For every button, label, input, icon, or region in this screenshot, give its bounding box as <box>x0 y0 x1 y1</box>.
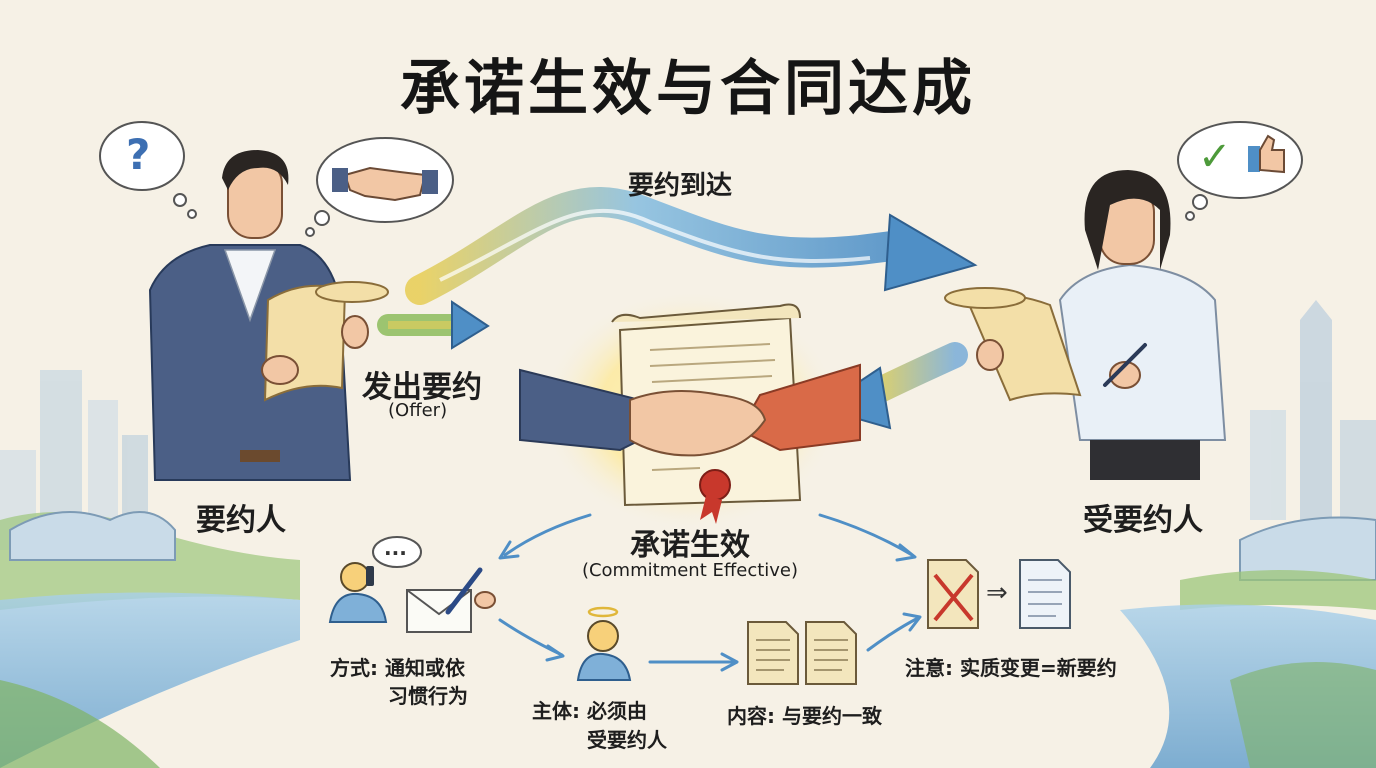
method-label-line2: 习惯行为 <box>388 684 468 708</box>
offeror-person <box>148 150 389 481</box>
question-thought-bubble <box>99 121 197 219</box>
commitment-effective-en-label: (Commitment Effective) <box>581 560 799 581</box>
send-offer-label: 发出要约 <box>362 370 482 405</box>
page-title: 承诺生效与合同达成 <box>400 54 976 124</box>
speech-ellipsis-icon: ... <box>384 536 407 560</box>
branch-arrows <box>498 513 922 672</box>
commitment-effective-label: 承诺生效 <box>630 528 750 563</box>
offeror-label: 要约人 <box>196 503 286 538</box>
phone-person-icon <box>328 536 422 623</box>
offeree-halo-person-icon <box>576 606 632 681</box>
right-skyline <box>1250 300 1376 520</box>
handshake-thought-bubble <box>305 137 454 237</box>
send-offer-en-label: (Offer) <box>388 400 448 421</box>
offeree-person <box>944 170 1227 480</box>
convert-arrow-icon: ⇒ <box>986 578 1008 608</box>
left-river <box>0 511 300 768</box>
note-label: 注意: 实质变更=新要约 <box>905 656 1117 680</box>
crossed-document-icon <box>927 559 979 629</box>
checkmark-icon: ✓ <box>1198 134 1232 180</box>
subject-label-line2: 受要约人 <box>587 728 667 752</box>
send-offer-arrow <box>377 300 490 350</box>
contract-handshake-center <box>519 290 861 530</box>
offer-arrives-label: 要约到达 <box>628 171 733 201</box>
matching-documents-icon <box>747 621 857 685</box>
right-river <box>1120 516 1376 768</box>
question-mark-icon: ? <box>126 130 151 179</box>
offeree-label: 受要约人 <box>1083 503 1203 538</box>
offer-arrival-arrow <box>405 186 978 305</box>
method-label-line1: 方式: 通知或依 <box>330 656 465 680</box>
envelope-pen-icon <box>406 567 496 633</box>
new-document-icon <box>1019 559 1071 629</box>
content-label: 内容: 与要约一致 <box>727 704 882 728</box>
subject-label-line1: 主体: 必须由 <box>532 699 647 723</box>
approval-thought-bubble <box>1177 121 1303 221</box>
